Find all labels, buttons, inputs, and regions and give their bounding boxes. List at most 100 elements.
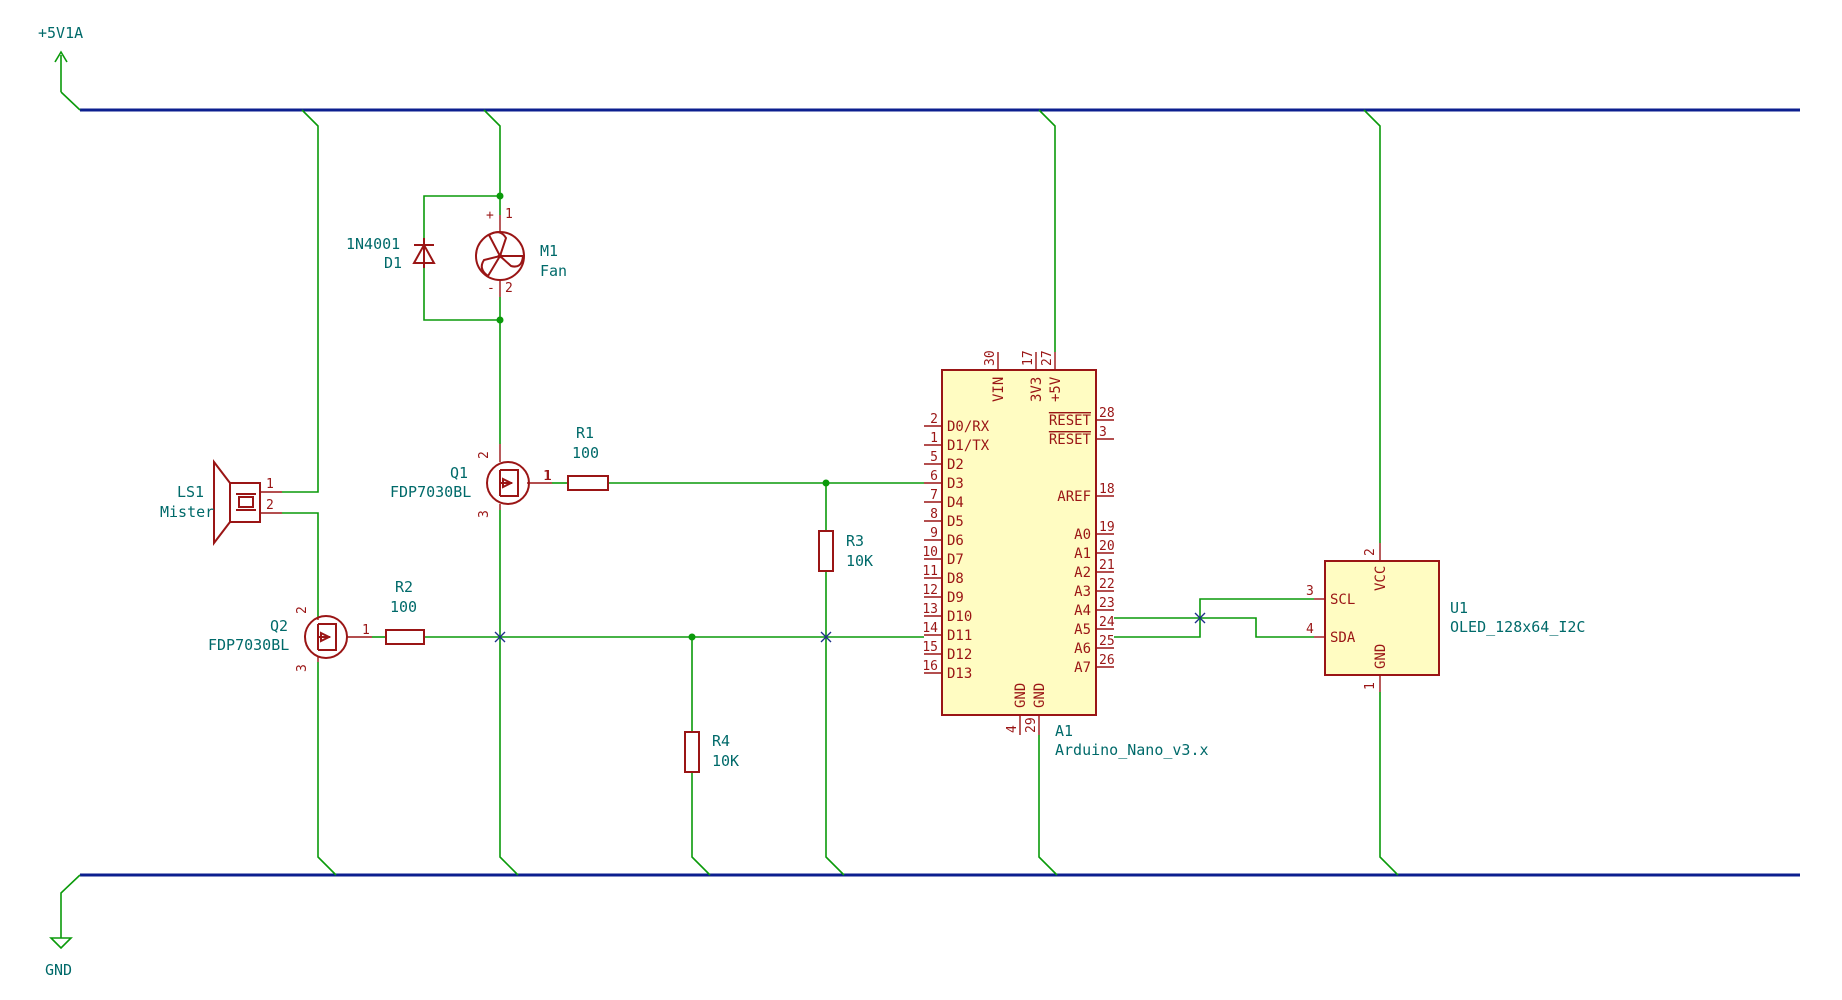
resistor-r3 bbox=[818, 530, 834, 572]
a1-pin-number: 8 bbox=[930, 507, 938, 522]
r1-ref: R1 bbox=[576, 424, 594, 442]
mosfet-q2 bbox=[304, 615, 372, 662]
a1-pin-name: A1 bbox=[1074, 546, 1091, 562]
ls1-pin1: 1 bbox=[266, 477, 274, 492]
r3-value: 10K bbox=[846, 552, 873, 570]
a1-pin-number: 21 bbox=[1099, 558, 1115, 573]
a1-pin-name: GND bbox=[1013, 683, 1029, 708]
a1-value: Arduino_Nano_v3.x bbox=[1055, 741, 1209, 759]
r4-value: 10K bbox=[712, 752, 739, 770]
wire-crossing-marks bbox=[494, 612, 1206, 643]
q2-pin-d: 2 bbox=[295, 606, 310, 614]
a1-pin-name: AREF bbox=[1057, 489, 1091, 505]
a1-pin-name: D3 bbox=[947, 476, 964, 492]
a1-pin-name: A7 bbox=[1074, 660, 1091, 676]
a1-pin-number: 10 bbox=[922, 545, 938, 560]
q2-value: FDP7030BL bbox=[208, 636, 289, 654]
a1-pin-name: +5V bbox=[1048, 376, 1064, 402]
a1-pin-number: 12 bbox=[922, 583, 938, 598]
ground-rail bbox=[49, 873, 1800, 950]
a1-pin-name: A3 bbox=[1074, 584, 1091, 600]
a1-ref: A1 bbox=[1055, 722, 1073, 740]
u1-gnd-name: GND bbox=[1373, 644, 1389, 669]
a1-pin-number: 11 bbox=[922, 564, 938, 579]
a1-pin-name: D12 bbox=[947, 647, 972, 663]
a1-pin-number: 3 bbox=[1099, 425, 1107, 440]
wires bbox=[282, 109, 1399, 876]
u1-scl-num: 3 bbox=[1306, 584, 1314, 599]
a1-pin-number: 27 bbox=[1040, 350, 1055, 366]
a1-pin-name: A6 bbox=[1074, 641, 1091, 657]
diode-d1 bbox=[412, 238, 436, 268]
a1-pin-name: RESET bbox=[1049, 413, 1092, 429]
a1-pin-number: 4 bbox=[1005, 725, 1020, 733]
resistor-r1 bbox=[567, 475, 609, 491]
q1-pin-d: 2 bbox=[477, 451, 492, 459]
r2-value: 100 bbox=[390, 598, 417, 616]
r1-value: 100 bbox=[572, 444, 599, 462]
a1-pin-number: 23 bbox=[1099, 596, 1115, 611]
a1-pin-name: RESET bbox=[1049, 432, 1092, 448]
a1-pin-name: D5 bbox=[947, 514, 964, 530]
m1-minus-sign: - bbox=[487, 281, 495, 296]
r2-ref: R2 bbox=[395, 578, 413, 596]
a1-pin-name: A0 bbox=[1074, 527, 1091, 543]
r4-ref: R4 bbox=[712, 732, 730, 750]
u1-sda-name: SDA bbox=[1330, 630, 1356, 646]
a1-pin-number: 24 bbox=[1099, 615, 1115, 630]
a1-pin-name: 3V3 bbox=[1029, 377, 1045, 402]
a1-pin-number: 26 bbox=[1099, 653, 1115, 668]
ground-rail-label: GND bbox=[45, 961, 72, 979]
a1-pin-number: 18 bbox=[1099, 482, 1115, 497]
a1-pin-name: D9 bbox=[947, 590, 964, 606]
a1-pin-number: 25 bbox=[1099, 634, 1115, 649]
r1-pin: 1 bbox=[543, 469, 551, 484]
a1-pin-number: 6 bbox=[930, 469, 938, 484]
m1-pin-pos: 1 bbox=[505, 207, 513, 222]
a1-pin-number: 17 bbox=[1021, 350, 1036, 366]
a1-pin-number: 19 bbox=[1099, 520, 1115, 535]
q2-ref: Q2 bbox=[270, 617, 288, 635]
fan-m1 bbox=[475, 215, 525, 297]
q2-pin-g: 1 bbox=[362, 623, 370, 638]
m1-ref: M1 bbox=[540, 242, 558, 260]
a1-pin-number: 9 bbox=[930, 526, 938, 541]
a1-pin-name: A2 bbox=[1074, 565, 1091, 581]
m1-plus-sign: + bbox=[486, 208, 494, 223]
a1-pin-number: 1 bbox=[930, 431, 938, 446]
u1-ref: U1 bbox=[1450, 599, 1468, 617]
d1-value: 1N4001 bbox=[346, 235, 400, 253]
a1-pin-number: 20 bbox=[1099, 539, 1115, 554]
u1-value: OLED_128x64_I2C bbox=[1450, 618, 1585, 636]
q2-pin-s: 3 bbox=[295, 664, 310, 672]
power-rail-label: +5V1A bbox=[38, 24, 83, 42]
q1-value: FDP7030BL bbox=[390, 483, 471, 501]
q1-ref: Q1 bbox=[450, 464, 468, 482]
u1-vcc-num: 2 bbox=[1363, 548, 1378, 556]
a1-pin-number: 15 bbox=[922, 640, 938, 655]
q1-pin-s: 3 bbox=[477, 510, 492, 518]
ls1-ref: LS1 bbox=[177, 483, 204, 501]
a1-pin-number: 28 bbox=[1099, 406, 1115, 421]
oled-u1 bbox=[1314, 543, 1440, 692]
a1-pin-number: 5 bbox=[930, 450, 938, 465]
a1-pin-name: D7 bbox=[947, 552, 964, 568]
a1-pin-name: D2 bbox=[947, 457, 964, 473]
r3-ref: R3 bbox=[846, 532, 864, 550]
a1-pin-number: 29 bbox=[1024, 717, 1039, 733]
d1-ref: D1 bbox=[384, 254, 402, 272]
ls1-pin2: 2 bbox=[266, 498, 274, 513]
u1-sda-num: 4 bbox=[1306, 622, 1314, 637]
a1-pin-name: D4 bbox=[947, 495, 964, 511]
a1-pin-name: D1/TX bbox=[947, 438, 990, 454]
a1-pin-name: D10 bbox=[947, 609, 972, 625]
u1-vcc-name: VCC bbox=[1373, 566, 1389, 591]
ls1-value: Mister bbox=[160, 503, 214, 521]
a1-pin-name: D8 bbox=[947, 571, 964, 587]
a1-pin-name: D0/RX bbox=[947, 419, 990, 435]
a1-pin-name: D6 bbox=[947, 533, 964, 549]
a1-pin-name: A5 bbox=[1074, 622, 1091, 638]
u1-scl-name: SCL bbox=[1330, 592, 1355, 608]
